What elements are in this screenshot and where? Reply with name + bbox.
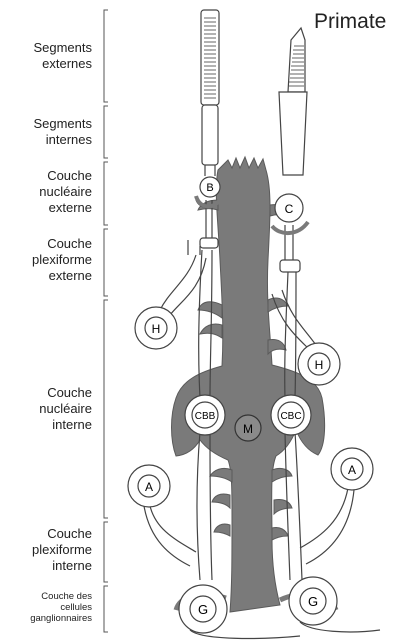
rod-letter: B	[206, 182, 213, 194]
rod-photoreceptor	[196, 10, 220, 248]
amacrine-cell-right	[300, 488, 354, 564]
layer-brackets	[104, 10, 108, 632]
ganglion-right-letter: G	[308, 594, 318, 609]
cone-bipolar-letter: CBC	[280, 411, 301, 422]
muller-cell	[172, 157, 325, 612]
amacrine-right-letter: A	[348, 463, 356, 477]
horizontal-right-letter: H	[315, 358, 324, 372]
cone-photoreceptor	[279, 28, 307, 272]
rod-bipolar-letter: CBB	[195, 411, 216, 422]
horizontal-left-letter: H	[152, 322, 161, 336]
amacrine-cell-left	[144, 506, 196, 566]
ganglion-left-letter: G	[198, 602, 208, 617]
amacrine-left-letter: A	[145, 480, 153, 494]
cone-letter: C	[285, 202, 294, 216]
muller-letter: M	[243, 422, 253, 436]
cone-glia-wrap	[272, 222, 308, 233]
